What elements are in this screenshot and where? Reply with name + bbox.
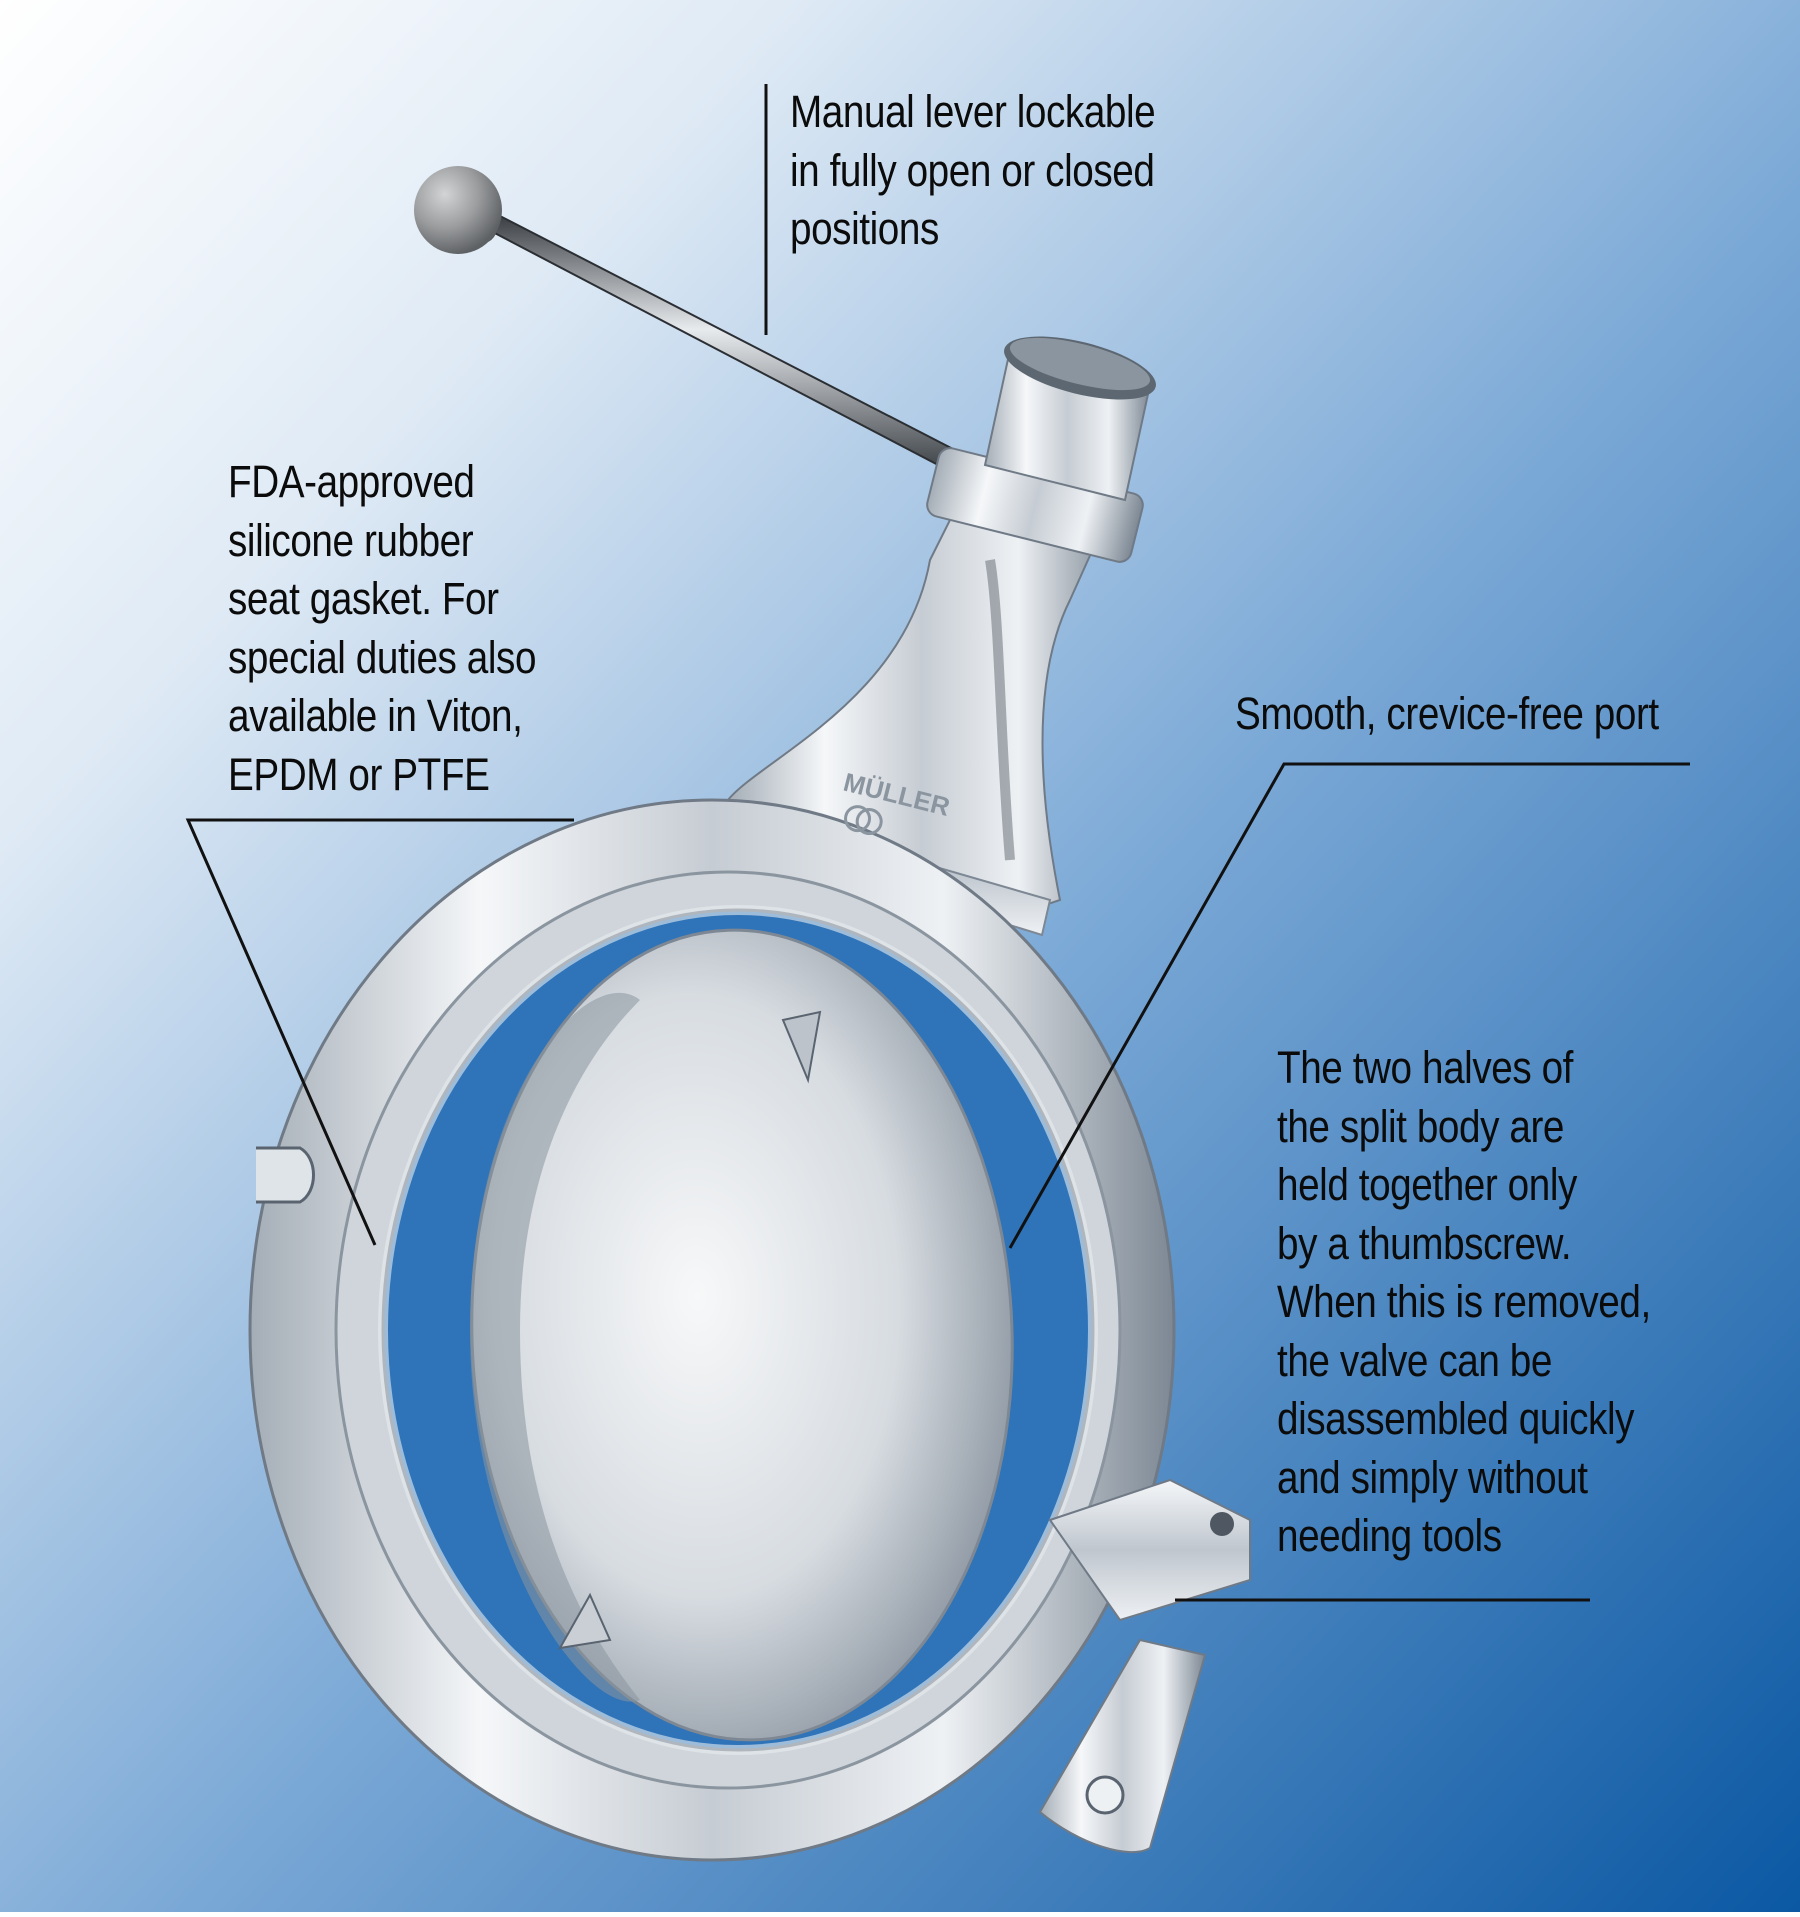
leader-lines — [185, 84, 1690, 1602]
callout-body-line: by a thumbscrew. — [1277, 1217, 1572, 1269]
thumbscrew-clamp — [1038, 1478, 1251, 1854]
callout-gasket-line: silicone rubber — [228, 514, 474, 566]
callout-gasket: FDA-approved silicone rubber seat gasket… — [228, 453, 536, 804]
callout-lever: Manual lever lockable in fully open or c… — [790, 83, 1156, 259]
callout-body-line: and simply without — [1277, 1451, 1588, 1503]
actuator-cylinder — [926, 336, 1156, 563]
leader-port — [1008, 762, 1690, 1249]
callout-port: Smooth, crevice-free port — [1235, 685, 1659, 744]
callout-body-line: needing tools — [1277, 1510, 1502, 1561]
butterfly-disc — [470, 928, 1014, 1742]
callout-body-line: The two halves of — [1277, 1042, 1574, 1093]
callout-body-line: the valve can be — [1277, 1334, 1552, 1386]
lever-knob — [414, 166, 502, 254]
callout-gasket-line: special duties also — [228, 631, 537, 683]
callout-lever-line: positions — [790, 203, 939, 254]
callout-body-line: When this is removed, — [1277, 1276, 1651, 1327]
callout-port-line: Smooth, crevice-free port — [1235, 688, 1659, 739]
callout-lever-line: Manual lever lockable — [790, 86, 1156, 137]
callout-gasket-line: available in Viton, — [228, 690, 523, 741]
callout-gasket-line: EPDM or PTFE — [228, 748, 490, 800]
callout-gasket-line: FDA-approved — [228, 456, 475, 507]
callout-gasket-line: seat gasket. For — [228, 573, 499, 624]
callout-body: The two halves of the split body are hel… — [1277, 1039, 1651, 1566]
leader-gasket — [185, 818, 574, 1246]
callout-body-line: the split body are — [1277, 1100, 1564, 1152]
callout-body-line: disassembled quickly — [1277, 1393, 1635, 1444]
callout-lever-line: in fully open or closed — [790, 144, 1155, 196]
callout-body-line: held together only — [1277, 1159, 1577, 1210]
